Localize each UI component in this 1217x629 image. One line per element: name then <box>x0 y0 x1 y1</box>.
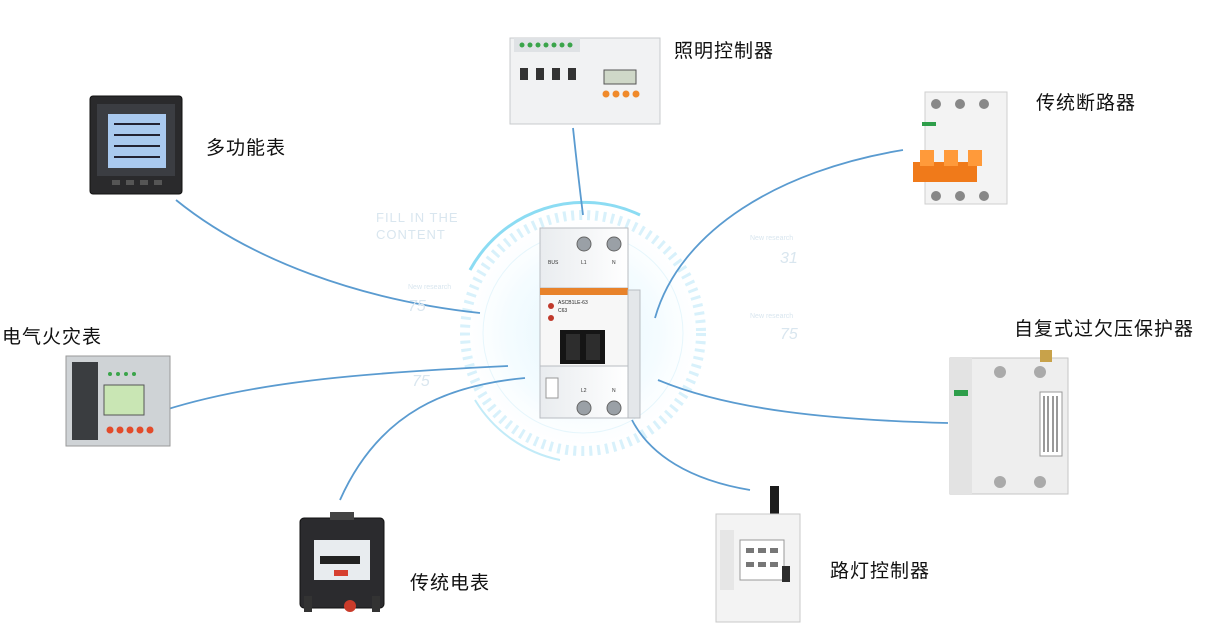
multifunction-meter-image <box>89 95 183 195</box>
terminal-bus: BUS <box>548 260 559 266</box>
deco-number-75-left-top: 75 <box>408 298 426 315</box>
label-street-light-controller: 路灯控制器 <box>830 560 931 582</box>
fire-meter-image <box>65 355 171 447</box>
deco-number-75-right: 75 <box>780 326 798 343</box>
deco-new-research-right-mid: New research <box>750 313 794 320</box>
street-light-controller-image <box>715 486 801 623</box>
connector-lighting <box>572 127 584 216</box>
terminal-l2: L2 <box>581 388 587 394</box>
label-reclosing-protector: 自复式过欠压保护器 <box>1014 318 1195 340</box>
deco-fill-line2: CONTENT <box>376 227 446 242</box>
device-model: ASCB1LE-63 <box>558 300 588 306</box>
label-multifunction-meter: 多功能表 <box>206 137 287 159</box>
terminal-n-bottom: N <box>612 388 616 394</box>
label-traditional-meter: 传统电表 <box>410 572 491 594</box>
deco-number-75-left-bottom: 75 <box>412 373 430 390</box>
reclosing-protector-image <box>949 350 1069 495</box>
connector-reclosing <box>657 379 949 424</box>
connector-multifunction <box>175 199 481 314</box>
smart-breaker-device: BUS L1 N L2 N ASCB1LE-63 C63 <box>539 227 641 419</box>
terminal-l1: L1 <box>581 260 587 266</box>
deco-number-31: 31 <box>780 250 798 267</box>
connectors <box>164 127 949 501</box>
traditional-meter-image <box>299 512 385 612</box>
label-fire-meter: 电气火灾表 <box>2 326 103 348</box>
connector-meter <box>339 377 526 501</box>
device-rating: C63 <box>558 308 567 314</box>
connector-fire <box>164 365 509 411</box>
connector-streetlight <box>631 419 751 491</box>
traditional-breaker-image <box>913 91 1008 205</box>
label-lighting-controller: 照明控制器 <box>674 40 775 62</box>
deco-new-research-left: New research <box>408 284 452 291</box>
deco-new-research-right-top: New research <box>750 235 794 242</box>
terminal-n-top: N <box>612 260 616 266</box>
deco-fill-line1: FILL IN THE <box>376 210 459 225</box>
lighting-controller-image <box>509 37 661 125</box>
connector-breaker <box>654 149 904 319</box>
label-traditional-breaker: 传统断路器 <box>1036 92 1137 114</box>
